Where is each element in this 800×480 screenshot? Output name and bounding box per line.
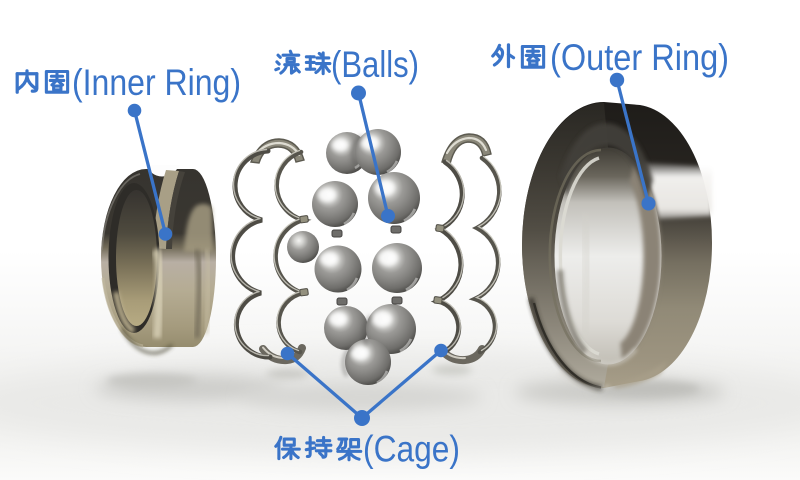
svg-text:(Cage): (Cage) <box>363 429 460 470</box>
svg-text:(Outer Ring): (Outer Ring) <box>550 37 729 78</box>
svg-text:(Balls): (Balls) <box>331 44 419 85</box>
svg-text:(Inner Ring): (Inner Ring) <box>72 62 241 103</box>
